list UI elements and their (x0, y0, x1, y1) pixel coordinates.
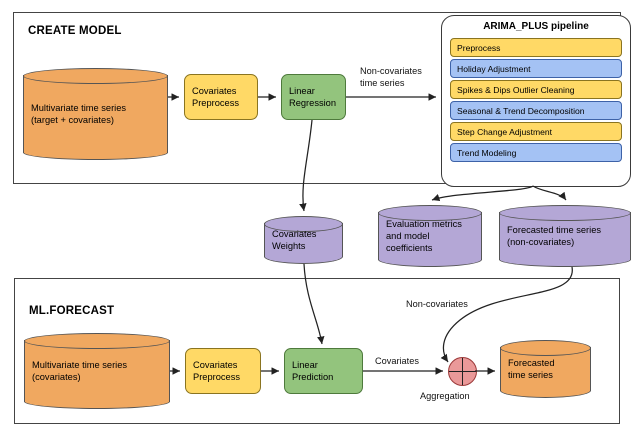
cylinder-label: Evaluation metrics and model coefficient… (386, 218, 476, 254)
cylinder-label: Covariates Weights (272, 228, 337, 252)
pipeline-step-trend-modeling: Trend Modeling (450, 143, 622, 162)
aggregation-node (448, 357, 477, 386)
cylinder-input-multivariate-target: Multivariate time series (target + covar… (23, 68, 168, 160)
box-linear-regression: Linear Regression (281, 74, 346, 120)
cylinder-top (24, 333, 170, 349)
cylinder-top (499, 205, 631, 221)
cylinder-top (500, 340, 591, 356)
edge-label-covariates: Covariates (375, 355, 419, 367)
edge-label-non-covariates: Non-covariates (406, 298, 468, 310)
cylinder-label-line2: time series (508, 370, 553, 380)
box-label-line1: Covariates (193, 360, 238, 370)
cylinder-label-line2: Weights (272, 241, 306, 251)
box-label-line2: Preprocess (193, 372, 241, 382)
pipeline-step-spikes-dips-outlier-cleaning: Spikes & Dips Outlier Cleaning (450, 80, 622, 99)
cylinder-label-line1: Evaluation metrics (386, 219, 462, 229)
edge-label-text: Non-covariates (406, 299, 468, 309)
cylinder-body (23, 75, 168, 153)
pipeline-step-label: Preprocess (457, 42, 501, 53)
pipeline-step-label: Step Change Adjustment (457, 126, 553, 137)
box-label-line1: Covariates (192, 86, 237, 96)
pipeline-step-label: Holiday Adjustment (457, 63, 531, 74)
cylinder-label-line2: (non-covariates) (507, 237, 575, 247)
section-title-ml-forecast: ML.FORECAST (29, 305, 114, 317)
box-label-line2: Preprocess (192, 98, 240, 108)
cylinder-covariates-weights: Covariates Weights (264, 216, 343, 264)
cylinder-evaluation-metrics: Evaluation metrics and model coefficient… (378, 205, 482, 267)
cylinder-top (23, 68, 168, 84)
pipeline-step-label: Seasonal & Trend Decomposition (457, 105, 585, 116)
cylinder-input-multivariate-covariates: Multivariate time series (covariates) (24, 333, 170, 409)
cylinder-body (24, 340, 170, 402)
cylinder-body (378, 212, 482, 260)
aggregation-cross-vertical (461, 358, 464, 385)
arima-pipeline-title: ARIMA_PLUS pipeline (483, 21, 589, 32)
edge-arima-to-forecasted-noncovariates (532, 185, 567, 201)
box-linear-prediction: Linear Prediction (284, 348, 363, 394)
cylinder-label: Forecasted time series (508, 357, 585, 381)
pipeline-step-label: Trend Modeling (457, 147, 517, 158)
cylinder-label-line1: Covariates (272, 229, 317, 239)
edge-label-text: Covariates (375, 356, 419, 366)
cylinder-label-line1: Multivariate time series (31, 103, 127, 113)
label-text: Aggregation (420, 391, 470, 401)
cylinder-label-line1: Forecasted (508, 358, 555, 368)
cylinder-top (264, 216, 343, 232)
cylinder-label-line3: coefficients (386, 243, 433, 253)
section-title-create-model: CREATE MODEL (28, 25, 122, 37)
cylinder-top (378, 205, 482, 221)
label-aggregation: Aggregation (420, 390, 470, 402)
ml-forecast-title-text: ML.FORECAST (29, 305, 115, 317)
edge-arima-to-evaluation-metrics (431, 185, 534, 202)
box-label-line2: Prediction (292, 372, 334, 382)
pipeline-step-seasonal-trend-decomposition: Seasonal & Trend Decomposition (450, 101, 622, 120)
pipeline-step-holiday-adjustment: Holiday Adjustment (450, 59, 622, 78)
pipeline-step-step-change-adjustment: Step Change Adjustment (450, 122, 622, 141)
cylinder-label: Forecasted time series (non-covariates) (507, 224, 625, 248)
create-model-title-text: CREATE MODEL (28, 25, 122, 37)
box-label-line1: Linear (292, 360, 318, 370)
cylinder-label-line2: (target + covariates) (31, 115, 114, 125)
box-covariates-preprocess-train: Covariates Preprocess (184, 74, 258, 120)
pipeline-step-preprocess: Preprocess (450, 38, 622, 57)
cylinder-label: Multivariate time series (covariates) (32, 359, 164, 383)
box-label-line2: Regression (289, 98, 337, 108)
arima-plus-pipeline-panel: ARIMA_PLUS pipeline Preprocess Holiday A… (441, 15, 631, 187)
pipeline-step-label: Spikes & Dips Outlier Cleaning (457, 84, 575, 95)
cylinder-label-line2: and model (386, 231, 430, 241)
cylinder-label-line2: (covariates) (32, 372, 81, 382)
box-label-line1: Linear (289, 86, 315, 96)
cylinder-label-line1: Forecasted time series (507, 225, 602, 235)
cylinder-label-line1: Multivariate time series (32, 360, 128, 370)
cylinder-label: Multivariate time series (target + covar… (31, 102, 162, 126)
cylinder-output-forecasted-time-series: Forecasted time series (500, 340, 591, 398)
cylinder-forecasted-non-covariates: Forecasted time series (non-covariates) (499, 205, 631, 267)
box-covariates-preprocess-forecast: Covariates Preprocess (185, 348, 261, 394)
